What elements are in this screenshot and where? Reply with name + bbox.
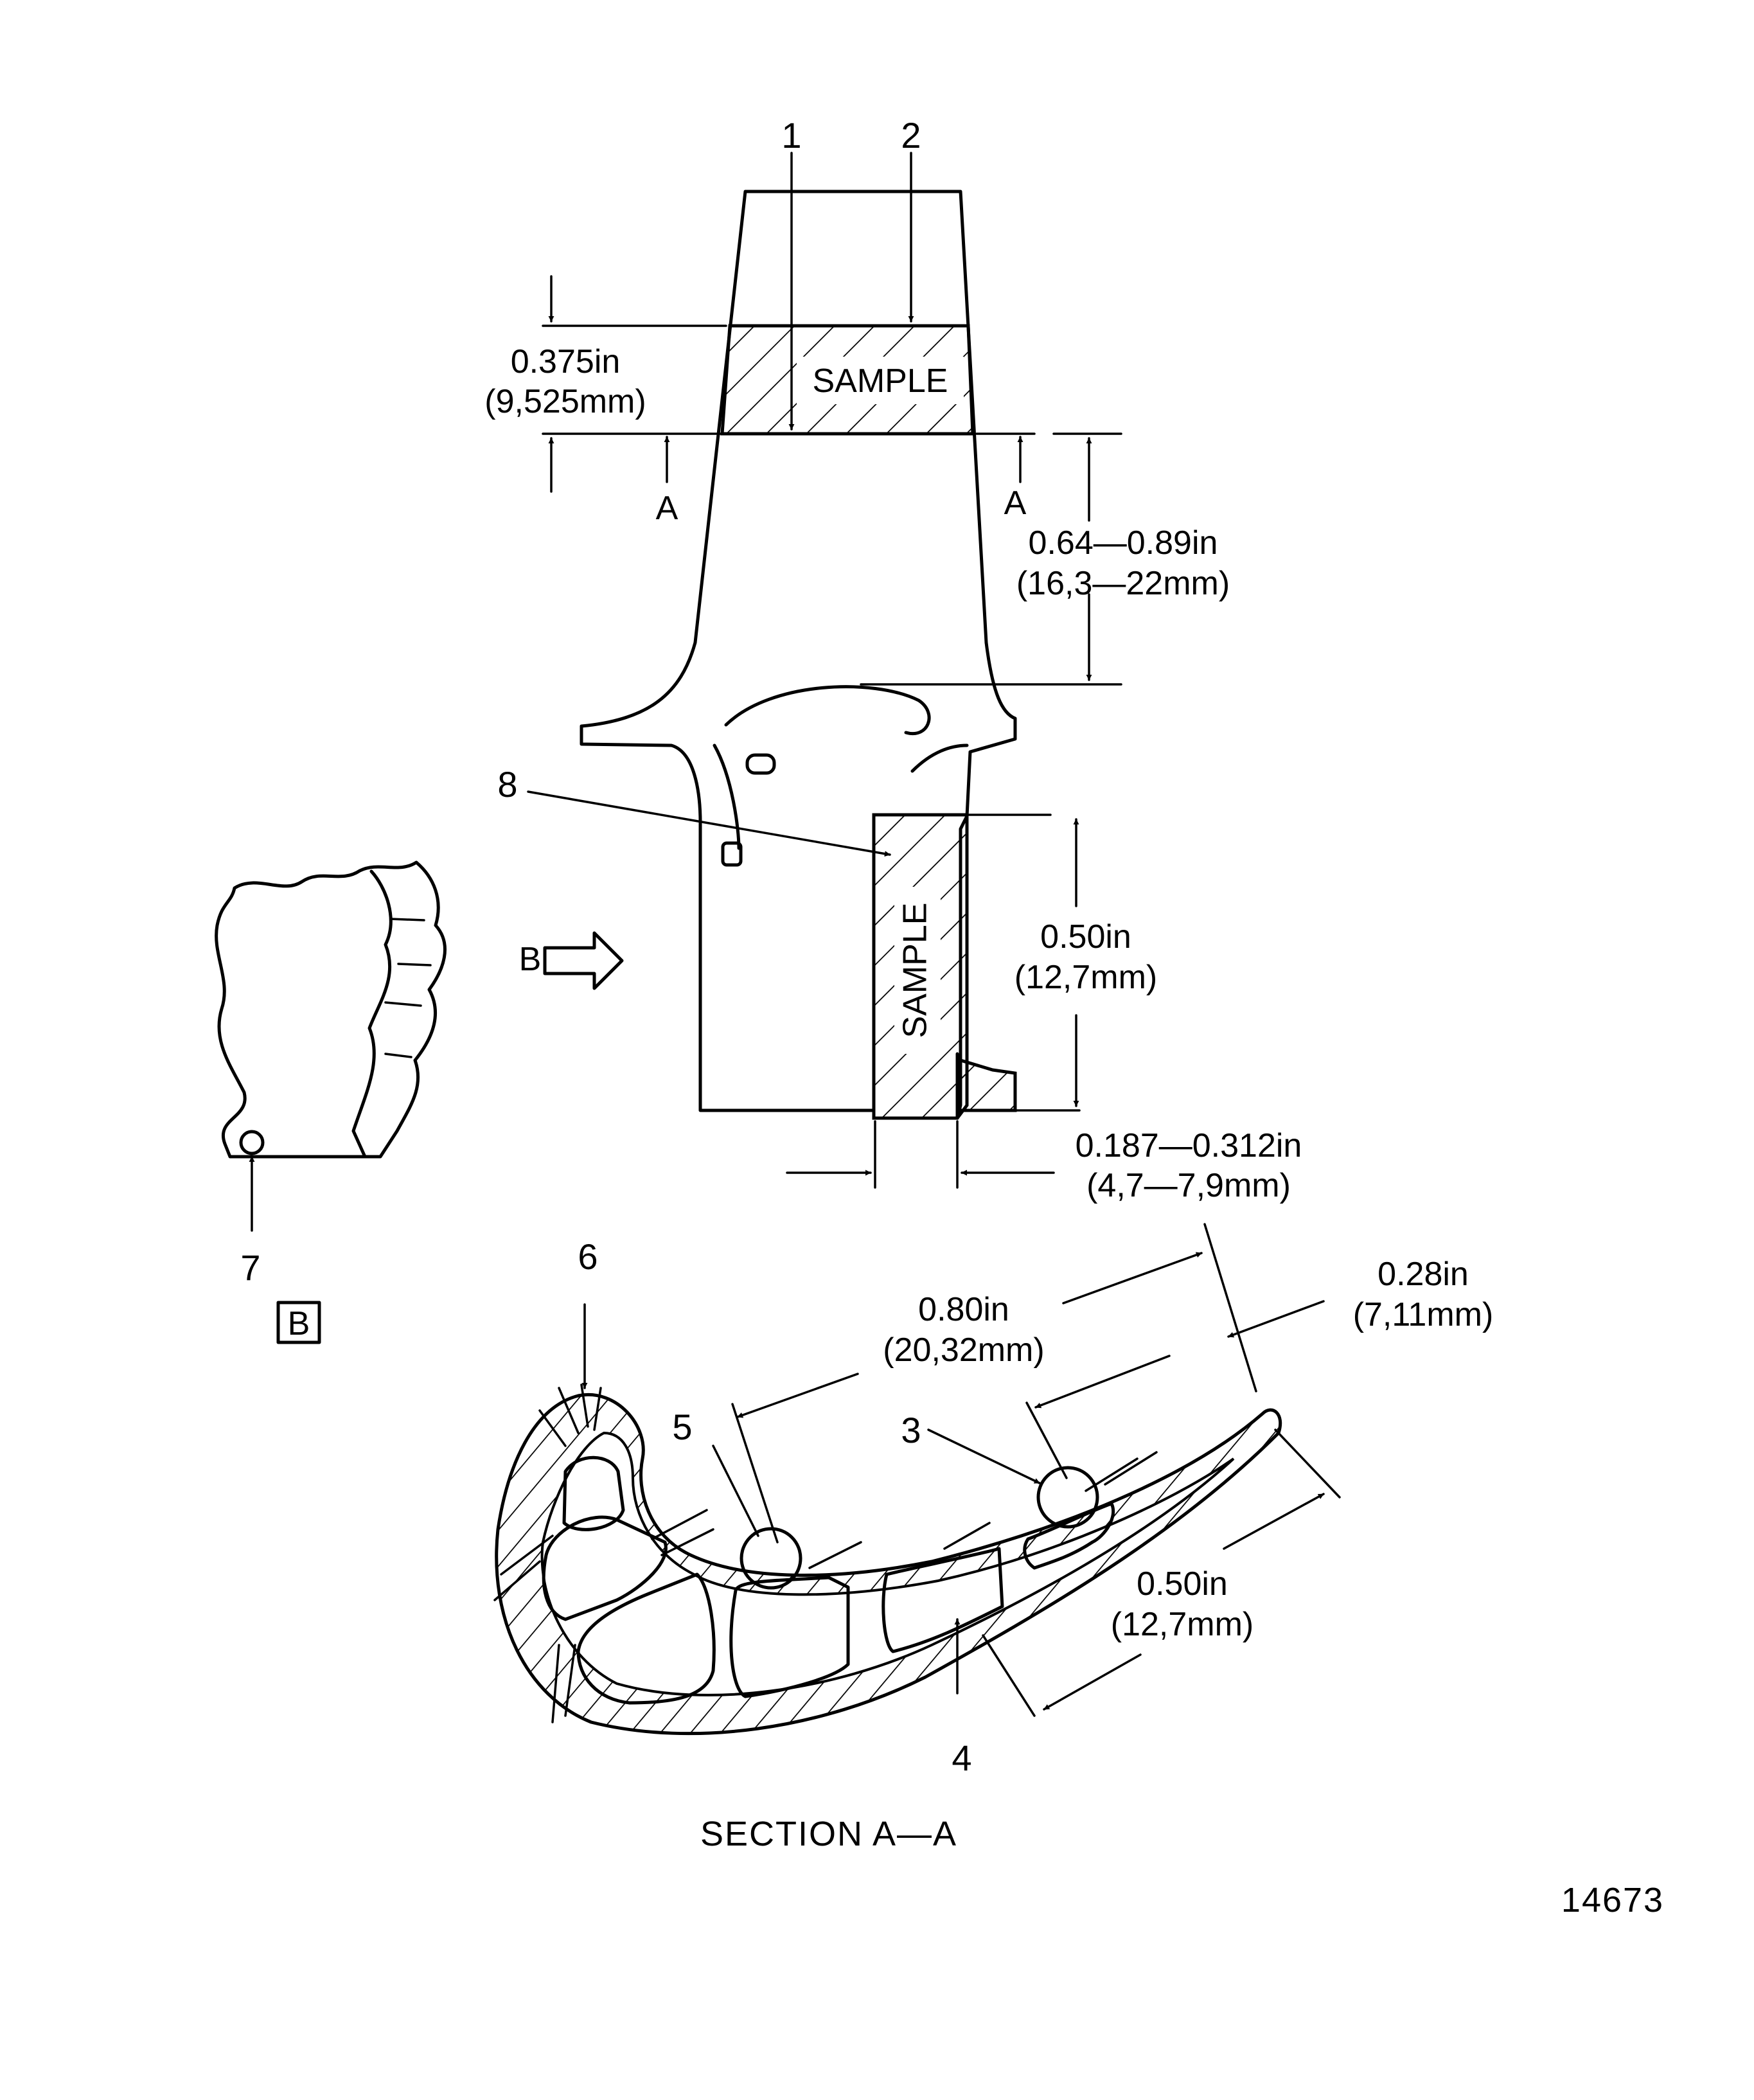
view-b-box (276, 1301, 321, 1344)
cavity-5 (881, 1547, 1004, 1653)
cavity-6 (1023, 1502, 1115, 1570)
callout-2: 2 (901, 115, 921, 156)
ring-callout-5 (740, 1527, 802, 1590)
dim-airfoil-offset-mm: (16,3—22mm) (1016, 565, 1230, 602)
lower-sample-label-bg (894, 887, 941, 1054)
view-b-arrow (543, 931, 624, 990)
ring-callout-3 (1036, 1466, 1099, 1529)
dim-root-width-mm: (4,7—7,9mm) (1086, 1167, 1291, 1204)
root-hole-slot (745, 753, 776, 775)
dim-root-sample-in: 0.50in (1040, 918, 1131, 956)
blade-platform-root (580, 641, 1017, 1120)
section-inner-body (540, 1431, 1235, 1696)
callout-5: 5 (672, 1407, 692, 1447)
callout-7: 7 (240, 1247, 260, 1288)
section-a-a (493, 1223, 1341, 1736)
upper-sample-label-bg (797, 357, 964, 404)
root-hole-square (721, 841, 743, 867)
cavity-1 (562, 1455, 625, 1531)
callout-3: 3 (901, 1410, 921, 1450)
callout-4: 4 (952, 1738, 971, 1778)
section-mark-a-right: A (1004, 485, 1027, 522)
root-foot-hatch (957, 1058, 1017, 1112)
callout-8: 8 (497, 764, 517, 805)
callout-6: 6 (578, 1236, 598, 1277)
cavity-2 (542, 1515, 668, 1621)
view-b-cooling-hole (239, 1130, 265, 1155)
blade-airfoil (693, 190, 988, 645)
dim-chord-b-mm: (7,11mm) (1353, 1296, 1494, 1333)
dim-sample-height-mm: (9,525mm) (484, 383, 646, 420)
section-mark-a-left: A (656, 490, 678, 527)
dim-chord-a-in: 0.80in (918, 1291, 1009, 1328)
dim-root-width-in: 0.187—0.312in (1076, 1127, 1302, 1164)
view-b-arrow-label: B (519, 941, 542, 978)
dim-airfoil-offset-in: 0.64—0.89in (1029, 524, 1218, 562)
dim-trail-in: 0.50in (1137, 1565, 1228, 1603)
dim-chord-a-mm: (20,32mm) (883, 1331, 1044, 1369)
dim-chord-b-in: 0.28in (1378, 1256, 1469, 1293)
upper-sample-label: SAMPLE (813, 362, 948, 400)
dim-sample-height-in: 0.375in (511, 343, 621, 380)
view-b-root-profile (215, 860, 624, 1344)
lower-sample-label: SAMPLE (897, 903, 934, 1038)
dimension-lines (527, 152, 1122, 1189)
figure-number: 14673 (1561, 1881, 1664, 1919)
cavity-3 (576, 1572, 716, 1705)
dim-trail-mm: (12,7mm) (1111, 1606, 1253, 1643)
dim-root-sample-mm: (12,7mm) (1014, 959, 1157, 996)
labels: 1 2 3 4 5 6 7 8 A A B B SAMPLE SAMPLE 0.… (240, 115, 1664, 1919)
callout-1: 1 (781, 115, 801, 156)
section-caption: SECTION A—A (700, 1815, 957, 1853)
cavity-4 (729, 1576, 850, 1698)
view-b-box-label: B (288, 1305, 310, 1342)
